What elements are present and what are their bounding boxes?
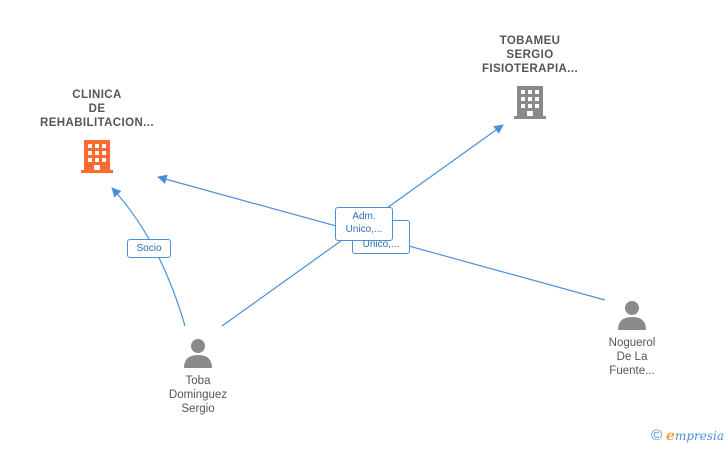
clinica-label: CLINICA DE REHABILITACION...	[40, 89, 154, 129]
building-icon	[514, 86, 546, 119]
edge-label-adm-unico[interactable]: Adm. Unico,...	[335, 207, 393, 241]
node-tobameu[interactable]: TOBAMEU SERGIO FISIOTERAPIA...	[455, 34, 605, 120]
building-icon	[81, 140, 113, 173]
footer-brand: © empresia	[651, 427, 724, 444]
person-icon	[184, 339, 212, 368]
brand-name: mpresia	[674, 428, 724, 443]
copyright-symbol: ©	[650, 427, 663, 444]
tobameu-label: TOBAMEU SERGIO FISIOTERAPIA...	[481, 35, 579, 75]
node-noguerol[interactable]: Noguerol De La Fuente...	[582, 300, 682, 378]
noguerol-label: Noguerol De La Fuente...	[608, 337, 656, 377]
node-toba[interactable]: Toba Dominguez Sergio	[146, 338, 250, 416]
brand-initial: e	[666, 427, 675, 444]
node-clinica[interactable]: CLINICA DE REHABILITACION...	[22, 88, 172, 174]
brand-logo[interactable]: empresia	[666, 428, 724, 444]
edge-label-socio[interactable]: Socio	[127, 239, 171, 258]
toba-label: Toba Dominguez Sergio	[168, 375, 228, 415]
person-icon	[618, 301, 646, 330]
